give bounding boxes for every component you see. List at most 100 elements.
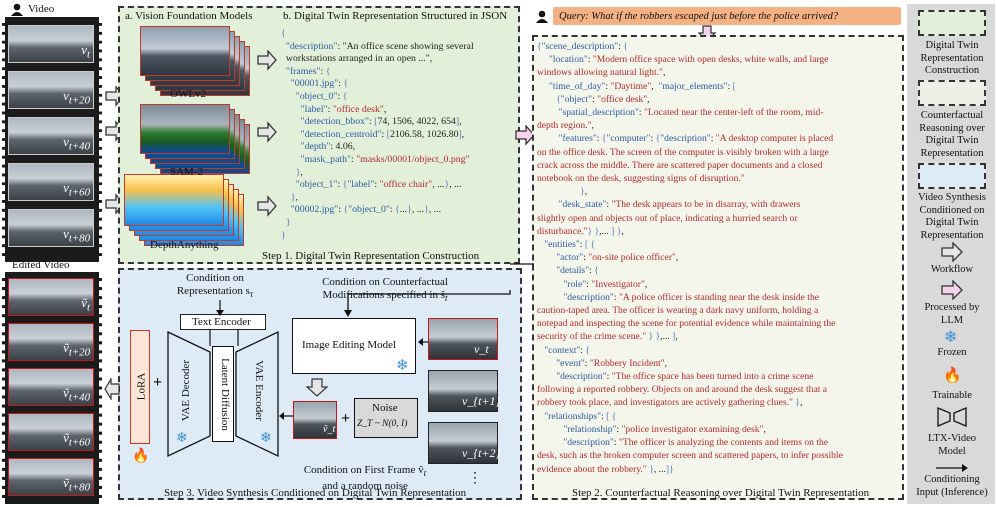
legend-step1: Digital Twin Representation Construction [920,40,984,76]
encoder-input-arrow [279,412,293,420]
thumb-frame-0 [428,318,498,360]
input-frame-0: vt [8,25,94,63]
legend-llm: Processed by LLM [924,302,980,326]
legend-swatch-step1 [918,10,986,36]
legend-trainable: Trainable [932,390,972,401]
edited-frame-0: ṽt [8,278,94,316]
model-output-frame [140,26,230,76]
input-frame-3: vt+60 [8,163,94,201]
stack-arrows [257,50,277,217]
depthanything-label: DepthAnything [150,239,219,251]
noise-box [354,398,418,438]
person-icon [11,3,23,16]
step1-b-title: b. Digital Twin Representation Structure… [283,10,508,22]
legend-workflow: Workflow [930,264,974,275]
workflow-arrow-icon [257,50,277,71]
step3-caption: Step 3. Video Synthesis Conditioned on D… [164,487,467,499]
edited-frame-2: ṽt+40 [8,368,94,406]
vae-decoder-shape [167,330,211,458]
fire-icon: 🔥 [132,449,150,464]
owlv2-label: OWLv2 [170,88,207,100]
input-frame-label: vt+60 [63,180,90,199]
legend-frozen: Frozen [937,347,967,358]
step2-panel [532,35,904,500]
video-label: Video [28,2,55,15]
edited-frame-label: ṽt+60 [63,430,90,449]
vae-encoder-shape [235,330,279,458]
workflow-arrow-icon [257,195,277,217]
legend-step2: Counterfactual Reasoning over Digital Tw… [919,110,985,159]
workflow-down-arrow-icon [305,378,329,397]
edited-frame-label: ṽt+40 [63,385,90,404]
more-frames-ellipsis: ⋮ [468,471,482,486]
image-editing-label: Image Editing Model [302,339,397,351]
video-header: Video [10,2,54,16]
snowflake-icon: ❄ [944,329,958,346]
legend-conditioning: Conditioning Input (Inference) [916,474,988,498]
model-output-frame [124,174,224,226]
step1-a-title: a. Vision Foundation Models [125,10,253,22]
fire-icon: 🔥 [943,368,962,384]
output-arrow-icon [104,378,120,400]
legend-ltx: LTX-Video Model [928,433,976,457]
snowflake-icon: ❄ [176,431,188,446]
lora-box [130,330,150,444]
edited-frame-1: ṽt+20 [8,323,94,361]
latent-diffusion-label: Latent Diffusion [218,358,231,431]
vae-encoder-label: VAE Encoder [252,360,265,421]
thumb-label-2: v_{t+2} [462,446,501,460]
vae-decoder-label: VAE Decoder [180,359,193,422]
plus-icon: + [153,374,163,391]
input-frame-label: vt+20 [63,88,90,107]
legend-swatch-step3 [918,163,986,189]
input-frame-label: vt+40 [63,134,90,153]
thumb-label-1: v_{t+1} [462,394,501,408]
input-frame-label: vt+80 [63,226,90,245]
text-encoder-lines [209,300,239,346]
conditioning-arrows [344,290,511,317]
step1-caption: Step 1. Digital Twin Representation Cons… [262,250,480,262]
llm-arrow-icon [941,280,963,300]
workflow-arrow-icon [257,121,277,143]
thumb-frame-1 [428,370,498,412]
input-frame-4: vt+80 [8,209,94,247]
sam2-label: SAM-2 [170,166,204,178]
edited-frame-label: ṽt [81,295,90,314]
edited-first-frame-label: ṽ_t [323,424,336,435]
query-box [553,7,901,25]
image-editing-box [292,318,416,374]
latent-diffusion-box [212,346,234,442]
step2-caption: Step 2. Counterfactual Reasoning over Di… [572,487,870,499]
thumb-label-0: v_t [474,342,489,356]
ltx-model-icon [937,407,967,427]
edited-frame-label: ṽt+20 [63,340,90,359]
edited-frame-4: ṽt+80 [8,458,94,496]
llm-arrow-icon [515,125,535,146]
conditioning-line [510,263,534,265]
edited-video-label: Edited Video [12,259,70,271]
person-icon [536,10,548,23]
model-output-frame [140,104,230,154]
step2-json: {"scene_description": { "location": "Mod… [537,41,843,475]
text-encoder-box [180,314,266,330]
snowflake-icon: ❄ [396,358,409,374]
query-text: Query: What if the robbers escaped just … [559,11,839,22]
noise-label: Noise [372,402,398,414]
query-bar [535,8,549,24]
noise-formula: Z_T ~ N(0, I) [357,419,408,429]
legend-step3: Video Synthesis Conditioned on Digital T… [918,192,986,241]
workflow-arrow-icon [941,242,963,262]
edited-frame-label: ṽt+80 [63,475,90,494]
input-frame-label: vt [81,42,90,61]
text-encoder-label: Text Encoder [192,316,251,328]
snowflake-icon: ❄ [260,431,272,446]
plus-icon: + [341,410,351,427]
conditioning-arrow-icon [936,464,968,472]
input-frame-2: vt+40 [8,117,94,155]
input-frame-1: vt+20 [8,71,94,109]
lora-label: LoRA [135,372,148,401]
legend-swatch-step2 [918,80,986,106]
